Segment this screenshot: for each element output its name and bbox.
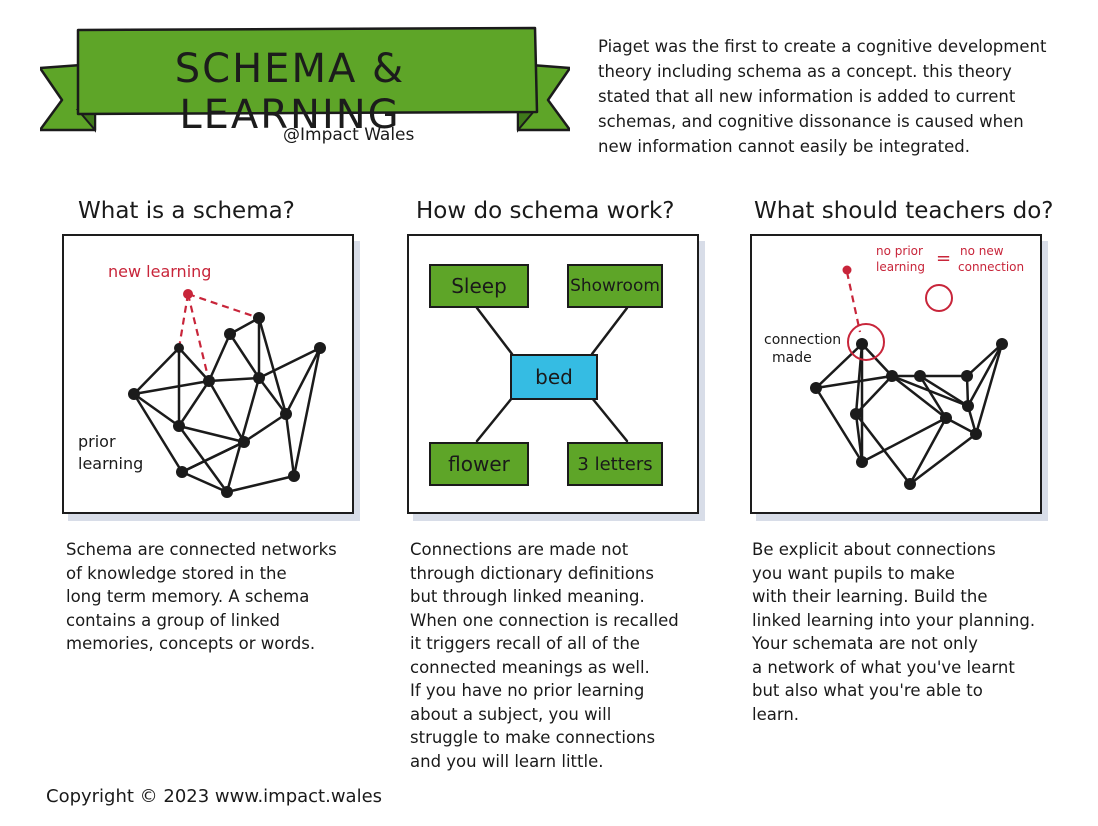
text-line: through dictionary definitions xyxy=(410,563,654,583)
word-box-bed: bed xyxy=(510,354,598,400)
text-line: connected meanings as well. xyxy=(410,657,650,677)
equals-sign: = xyxy=(936,248,952,269)
column-2-text: Connections are made not through diction… xyxy=(410,538,679,773)
word-box-showroom: Showroom xyxy=(567,264,663,308)
teacher-network-panel: no prior learning = no new connection co… xyxy=(750,234,1042,514)
text-line: contains a group of linked xyxy=(66,610,280,630)
prior-learning-label-1: prior xyxy=(78,432,116,451)
column-3-heading: What should teachers do? xyxy=(754,198,1054,224)
column-3-text: Be explicit about connections you want p… xyxy=(752,538,1035,726)
text-line: about a subject, you will xyxy=(410,704,612,724)
connector-lines xyxy=(475,306,629,443)
intro-line: theory including schema as a concept. th… xyxy=(598,62,1012,81)
intro-line: new information cannot easily be integra… xyxy=(598,137,971,156)
text-line: with their learning. Build the xyxy=(752,587,988,606)
text-line: Your schemata are not only xyxy=(752,634,978,653)
copyright-footer: Copyright © 2023 www.impact.wales xyxy=(46,786,383,807)
title-banner xyxy=(40,26,570,133)
no-prior-label-2: learning xyxy=(876,260,925,274)
text-line: struggle to make connections xyxy=(410,728,656,747)
word-box-flower: flower xyxy=(429,442,529,486)
intro-line: stated that all new information is added… xyxy=(598,87,1016,106)
teacher-network-diagram xyxy=(810,265,1008,490)
author-handle: @Impact Wales xyxy=(283,125,415,145)
schema-connections-panel: Sleep Showroom bed flower 3 letters xyxy=(407,234,699,514)
no-new-label-1: no new xyxy=(960,244,1004,258)
connection-made-label-1: connection xyxy=(764,332,842,348)
text-line: Connections are made not xyxy=(410,540,629,559)
text-line: but also what you're able to xyxy=(752,681,983,700)
text-line: it triggers recall of all of the xyxy=(410,634,640,653)
text-line: Schema are connected networks xyxy=(66,540,337,559)
new-learning-label: new learning xyxy=(108,262,212,281)
text-line: linked learning into your planning. xyxy=(752,610,1036,630)
column-1-heading: What is a schema? xyxy=(78,198,295,224)
text-line: If you have no prior learning xyxy=(410,681,645,700)
word-box-3-letters: 3 letters xyxy=(567,442,663,486)
no-new-label-2: connection xyxy=(958,260,1025,274)
text-line: of knowledge stored in the xyxy=(66,563,287,583)
text-line: long term memory. A schema xyxy=(66,587,310,606)
word-box-sleep: Sleep xyxy=(429,264,529,308)
text-line: memories, concepts or words. xyxy=(66,634,316,653)
text-line: When one connection is recalled xyxy=(410,610,679,630)
intro-paragraph: Piaget was the first to create a cogniti… xyxy=(598,34,1068,159)
intro-line: Piaget was the first to create a cogniti… xyxy=(598,37,1047,56)
text-line: Be explicit about connections xyxy=(752,540,996,559)
text-line: learn. xyxy=(752,704,800,724)
schema-network-diagram xyxy=(128,289,326,498)
column-1-text: Schema are connected networks of knowled… xyxy=(66,538,337,656)
text-line: but through linked meaning. xyxy=(410,587,645,606)
column-2-heading: How do schema work? xyxy=(416,198,675,224)
text-line: a network of what you've learnt xyxy=(752,657,1015,677)
schema-network-panel: new learning prior learning xyxy=(62,234,354,514)
intro-line: schemas, and cognitive dissonance is cau… xyxy=(598,112,1024,131)
no-prior-label-1: no prior xyxy=(876,244,923,258)
connection-made-label-2: made xyxy=(772,350,812,366)
text-line: you want pupils to make xyxy=(752,563,955,583)
prior-learning-label-2: learning xyxy=(78,454,144,473)
text-line: and you will learn little. xyxy=(410,751,604,771)
page-title: SCHEMA & LEARNING xyxy=(174,46,406,138)
